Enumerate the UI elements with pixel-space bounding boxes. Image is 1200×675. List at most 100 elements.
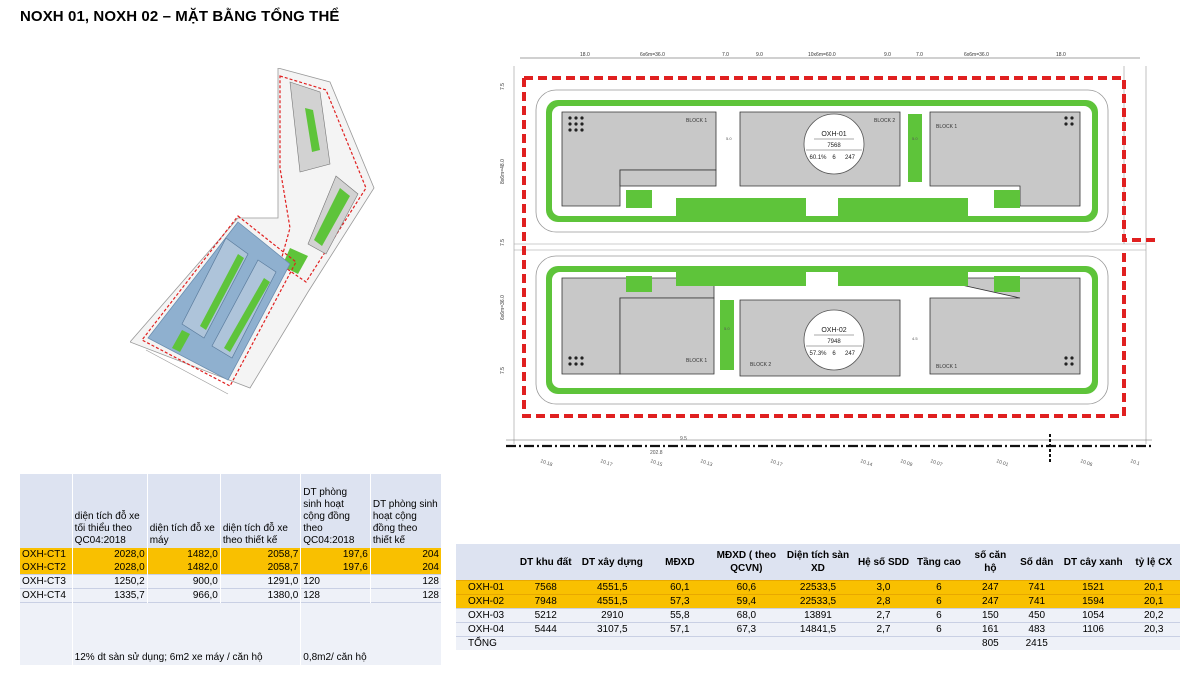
- site-boundary-north: [279, 75, 367, 283]
- lot-1-block-link: [619, 169, 717, 187]
- site-green-north-1: [305, 108, 320, 152]
- lot-1-core-dots: [568, 116, 1074, 132]
- table-cell: 2910: [577, 608, 648, 623]
- table-cell: 1250,2: [72, 574, 148, 589]
- table-cell: 6: [911, 594, 967, 609]
- lot-1-green-south-a: [676, 198, 806, 216]
- table-cell: 197,6: [300, 548, 371, 561]
- table-cell: 1521: [1058, 580, 1128, 595]
- table-cell: OXH-04: [456, 622, 515, 637]
- table-cell: 150: [966, 608, 1015, 623]
- site-road-line: [145, 349, 229, 395]
- level-10: 10.1: [1129, 458, 1140, 467]
- lot-1-green-se: [994, 190, 1020, 208]
- table-cell: 128: [370, 574, 443, 589]
- header-cell: DT cây xanh: [1058, 544, 1128, 581]
- dim-labels-left: 7.5 8x6m=48.0 7.5 6x6m=36.0 7.5: [500, 83, 506, 374]
- site-block-south-2: [211, 259, 277, 359]
- parking-table: diện tích đỗ xe tối thiểu theo QC04:2018…: [20, 474, 443, 665]
- table-cell: OXH-CT3: [20, 574, 73, 589]
- table-cell: 3,0: [855, 580, 912, 595]
- table-cell: 197,6: [300, 561, 371, 575]
- level-2: 10.15: [649, 458, 663, 468]
- block-label-5: BLOCK 2: [750, 362, 771, 368]
- table-cell: 2,8: [855, 594, 912, 609]
- lot-2-label: OXH-02 7948 57.3% 6 247: [803, 309, 865, 371]
- table-cell: [855, 636, 912, 650]
- lot-2-units: 247: [845, 351, 856, 357]
- table-row: OXH-CT2 2028,0 1482,0 2058,7 197,6 204: [20, 561, 443, 575]
- level-3: 10.13: [699, 458, 713, 468]
- dim-5: 9.0: [884, 52, 891, 58]
- dim-0: 18.0: [580, 52, 590, 58]
- table-cell: 1335,7: [72, 588, 148, 603]
- table-cell: 2415: [1014, 636, 1059, 650]
- table-row: OXH-CT4 1335,7 966,0 1380,0 128 128: [20, 588, 443, 603]
- table-row: OXH-04 5444 3107,5 57,1 67,3 14841,5 2,7…: [456, 622, 1180, 637]
- lot-2-core-dots: [568, 356, 1074, 366]
- level-7: 10.07: [929, 458, 943, 468]
- table-cell: 204: [370, 548, 443, 561]
- dim-left-0: 7.5: [500, 83, 506, 90]
- level-1: 10.17: [599, 458, 613, 468]
- table-cell: 22533,5: [780, 580, 856, 595]
- boundary-bottom: [522, 78, 1126, 418]
- table-cell: 67,3: [712, 622, 781, 637]
- table-cell: 450: [1014, 608, 1059, 623]
- lot-2-density: 57.3%: [809, 351, 827, 357]
- lot-2-green-north-b: [838, 270, 968, 286]
- table-cell: 2028,0: [72, 548, 148, 561]
- table-cell: 741: [1014, 580, 1059, 595]
- table-cell: 59,4: [712, 594, 781, 609]
- table-cell: 120: [300, 574, 371, 589]
- level-8: 10.01: [995, 458, 1009, 468]
- table-cell: 128: [370, 588, 443, 603]
- dim-1: 6x6m=36.0: [640, 52, 665, 58]
- table-cell: 1054: [1058, 608, 1128, 623]
- dim-8: 18.0: [1056, 52, 1066, 58]
- table-cell: OXH-02: [456, 594, 515, 609]
- site-green-south-3: [172, 330, 190, 352]
- master-plan: 18.0 6x6m=36.0 7.0 9.0 10x6m=60.0 9.0 7.…: [500, 52, 1156, 468]
- table-row: OXH-02 7948 4551,5 57,3 59,4 22533,5 2,8…: [456, 594, 1180, 609]
- header-cell: tỷ lệ CX: [1127, 544, 1180, 581]
- header-cell: diện tích đỗ xe máy: [147, 474, 221, 548]
- lot-2-green-ne: [994, 276, 1020, 292]
- marker-4: 202.8: [650, 450, 663, 456]
- table-note-row: 12% dt sàn sử dụng; 6m2 xe máy / căn hộ …: [20, 602, 442, 665]
- table-cell: 57,1: [647, 622, 713, 637]
- table-cell: 6: [911, 580, 967, 595]
- lot-1-units: 247: [845, 155, 856, 161]
- road-lines: [513, 66, 1147, 444]
- table-cell: 2058,7: [220, 561, 302, 575]
- table-cell: [780, 636, 856, 650]
- marker-2: 5.0: [724, 326, 730, 331]
- note-parking: 12% dt sàn sử dụng; 6m2 xe máy / căn hộ: [72, 602, 302, 665]
- table-cell: 6: [911, 608, 967, 623]
- header-cell: MĐXD: [647, 544, 713, 581]
- lot-1-area: 7568: [827, 143, 841, 149]
- land-use-table: DT khu đất DT xây dựng MĐXD MĐXD ( theo …: [456, 544, 1180, 650]
- table-cell: 60,1: [647, 580, 713, 595]
- site-boundary-south: [141, 215, 297, 387]
- marker-3: 4.5: [912, 336, 918, 341]
- table-cell: [911, 636, 967, 650]
- table-cell: TỔNG: [456, 636, 515, 650]
- table-cell: 22533,5: [780, 594, 856, 609]
- lot-1-density: 60.1%: [809, 155, 827, 161]
- header-cell: [20, 474, 73, 548]
- block-label-4: BLOCK 1: [686, 358, 707, 364]
- header-cell: diện tích đỗ xe theo thiết kế: [220, 474, 302, 548]
- lot-1-green-strip: [908, 114, 922, 182]
- header-cell: số căn hộ: [966, 544, 1015, 581]
- table-cell: 57,3: [647, 594, 713, 609]
- table-cell: 247: [966, 580, 1015, 595]
- site-green-south-1: [200, 254, 244, 330]
- level-6: 10.09: [899, 458, 913, 468]
- table-cell: 20,1: [1127, 594, 1180, 609]
- table-cell: 13891: [780, 608, 856, 623]
- marker-0: 5.0: [726, 136, 732, 141]
- table-cell: [1127, 636, 1180, 650]
- marker-5: 9.5: [680, 436, 687, 442]
- header-cell: Số dân: [1014, 544, 1059, 581]
